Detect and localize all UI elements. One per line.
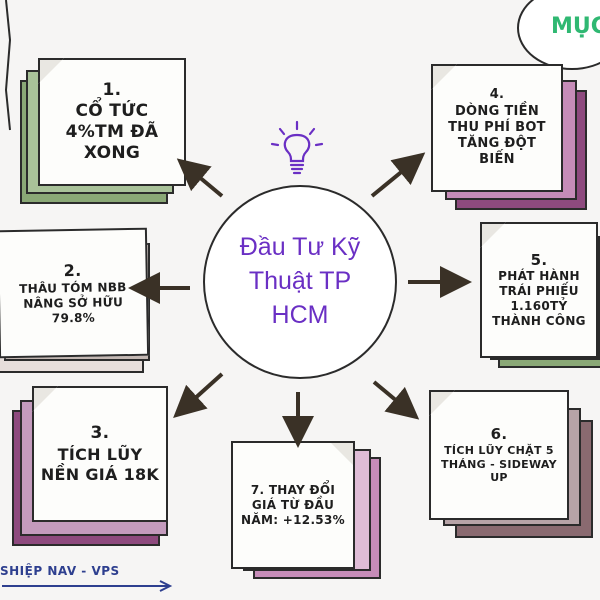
- note-1: 1. CỔ TỨC 4%TM ĐÃ XONG: [18, 56, 188, 206]
- note-3-number: 3.: [90, 423, 110, 444]
- center-topic-circle: Đầu Tư Kỹ Thuật TP HCM: [203, 185, 397, 379]
- footer-credit: SHIỆP NAV - VPS: [0, 564, 120, 578]
- note-2: 2. THÂU TÓM NBB NÂNG SỞ HỮU 79.8%: [0, 215, 160, 375]
- center-topic-title: Đầu Tư Kỹ Thuật TP HCM: [239, 233, 361, 329]
- note-5-card: 5. PHÁT HÀNH TRÁI PHIẾU 1.160TỶ THÀNH CÔ…: [480, 222, 598, 358]
- note-4-text: DÒNG TIỀN THU PHÍ BOT TĂNG ĐỘT BIẾN: [448, 103, 546, 168]
- note-4-number: 4.: [489, 87, 505, 103]
- note-4: 4. DÒNG TIỀN THU PHÍ BOT TĂNG ĐỘT BIẾN: [425, 60, 590, 215]
- note-3-text: TÍCH LŨY NỀN GIÁ 18K: [40, 444, 160, 484]
- arrow-icon-to-note-1: [176, 158, 224, 198]
- note-6-number: 6.: [490, 425, 508, 443]
- arrow-icon-to-note-6: [372, 380, 420, 420]
- note-6-text: TÍCH LŨY CHẶT 5 THÁNG - SIDEWAY UP: [441, 443, 557, 485]
- arrow-icon-to-note-3: [173, 372, 224, 419]
- note-5-number: 5.: [530, 250, 548, 269]
- note-3: 3. TÍCH LŨY NỀN GIÁ 18K: [10, 380, 170, 550]
- note-7-card: 7. THAY ĐỔI GIÁ TỪ ĐẦU NĂM: +12.53%: [231, 441, 355, 569]
- note-6-card: 6. TÍCH LŨY CHẶT 5 THÁNG - SIDEWAY UP: [429, 390, 569, 520]
- note-1-number: 1.: [102, 79, 122, 100]
- note-6: 6. TÍCH LŨY CHẶT 5 THÁNG - SIDEWAY UP: [425, 382, 595, 547]
- arrow-icon-to-note-4: [370, 152, 426, 198]
- lightbulb-icon: [270, 120, 324, 175]
- footer-arrow-icon: [2, 580, 173, 592]
- note-4-card: 4. DÒNG TIỀN THU PHÍ BOT TĂNG ĐỘT BIẾN: [431, 64, 563, 192]
- note-5: 5. PHÁT HÀNH TRÁI PHIẾU 1.160TỶ THÀNH CÔ…: [478, 218, 600, 378]
- note-3-card: 3. TÍCH LŨY NỀN GIÁ 18K: [32, 386, 168, 522]
- brand-logo-text: MỤC: [551, 14, 600, 39]
- note-5-text: PHÁT HÀNH TRÁI PHIẾU 1.160TỶ THÀNH CÔNG: [492, 269, 586, 329]
- note-1-card: 1. CỔ TỨC 4%TM ĐÃ XONG: [38, 58, 186, 186]
- decorative-doodle: [4, 0, 12, 131]
- note-1-text: CỔ TỨC 4%TM ĐÃ XONG: [65, 100, 159, 164]
- note-7-text: THAY ĐỔI GIÁ TỪ ĐẦU NĂM: +12.53%: [241, 482, 345, 527]
- note-7: 7. THAY ĐỔI GIÁ TỪ ĐẦU NĂM: +12.53%: [225, 435, 385, 585]
- note-7-number: 7.: [250, 482, 265, 497]
